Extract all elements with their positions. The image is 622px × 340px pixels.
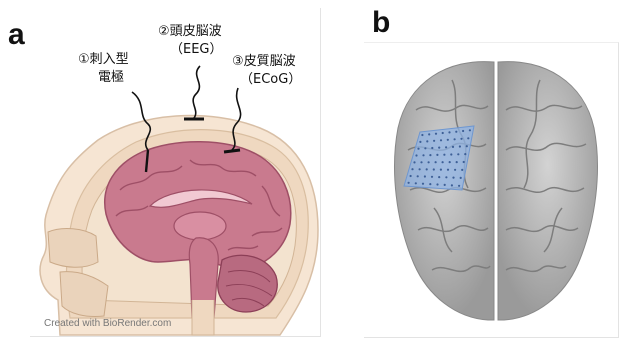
electrode-contact <box>431 176 433 178</box>
electrode-contact <box>452 177 454 179</box>
electrode-contact <box>431 147 433 149</box>
electrode-contact <box>410 175 412 177</box>
ecog-label-line1: ③皮質脳波 <box>232 54 296 70</box>
electrode-contact <box>419 168 421 170</box>
electrode-contact <box>417 148 419 150</box>
biorender-credit: Created with BioRender.com <box>44 318 171 329</box>
electrode-contact <box>460 138 462 140</box>
invasive-electrode-label-line2: 電極 <box>98 70 124 86</box>
electrode-contact <box>456 161 458 163</box>
electrode-contact <box>447 169 449 171</box>
electrode-contact <box>436 183 438 185</box>
electrode-contact <box>466 145 468 147</box>
electrode-contact <box>444 184 446 186</box>
electrode-contact <box>448 131 450 133</box>
electrode-contact <box>463 161 465 163</box>
panel-label-a: a <box>8 20 25 50</box>
electrode-contact <box>417 175 419 177</box>
electrode-contact <box>457 153 459 155</box>
electrode-contact <box>422 183 424 185</box>
electrode-contact <box>426 168 428 170</box>
electrode-contact <box>426 140 428 142</box>
electrode-contact <box>419 141 421 143</box>
electrode-contact <box>454 138 456 140</box>
electrode-contact <box>449 161 451 163</box>
electrode-contact <box>420 161 422 163</box>
invasive-electrode-label-line1: ①刺入型 <box>78 52 129 68</box>
electrode-contact <box>435 133 437 135</box>
electrode-contact <box>438 176 440 178</box>
electrode-contact <box>459 145 461 147</box>
electrode-contact <box>438 147 440 149</box>
electrode-contact <box>464 153 466 155</box>
electrode-contact <box>460 177 462 179</box>
electrode-contact <box>469 129 471 131</box>
electrode-contact <box>435 161 437 163</box>
electrode-contact <box>415 154 417 156</box>
electrode-contact <box>454 169 456 171</box>
electrode-contact <box>452 146 454 148</box>
electrode-contact <box>421 134 423 136</box>
electrode-contact <box>411 168 413 170</box>
electrode-contact <box>424 147 426 149</box>
electrode-contact <box>428 161 430 163</box>
ecog-label-line2: （ECoG） <box>240 72 301 88</box>
eeg-label-line1: ②頭皮脳波 <box>158 24 222 40</box>
electrode-contact <box>422 154 424 156</box>
electrode-contact <box>462 130 464 132</box>
electrode-contact <box>451 184 453 186</box>
electrode-contact <box>436 154 438 156</box>
electrode-contact <box>450 153 452 155</box>
panel-label-b: b <box>372 8 390 38</box>
electrode-contact <box>447 139 449 141</box>
electrode-contact <box>433 140 435 142</box>
electrode-contact <box>413 161 415 163</box>
electrode-contact <box>433 168 435 170</box>
electrode-contact <box>440 139 442 141</box>
electrode-contact <box>424 175 426 177</box>
electrode-contact <box>408 182 410 184</box>
electrode-contact <box>458 185 460 187</box>
right-hemisphere <box>498 62 597 320</box>
eeg-label-line2: （EEG） <box>170 42 223 58</box>
electrode-contact <box>443 154 445 156</box>
electrode-contact <box>442 132 444 134</box>
electrode-contact <box>467 137 469 139</box>
electrode-contact <box>429 154 431 156</box>
electrode-contact <box>461 169 463 171</box>
electrode-contact <box>440 169 442 171</box>
electrode-contact <box>445 176 447 178</box>
electrode-contact <box>442 161 444 163</box>
electrode-contact <box>428 133 430 135</box>
electrode-contact <box>429 183 431 185</box>
electrode-contact <box>455 131 457 133</box>
electrode-contact <box>445 146 447 148</box>
electrode-contact <box>415 182 417 184</box>
